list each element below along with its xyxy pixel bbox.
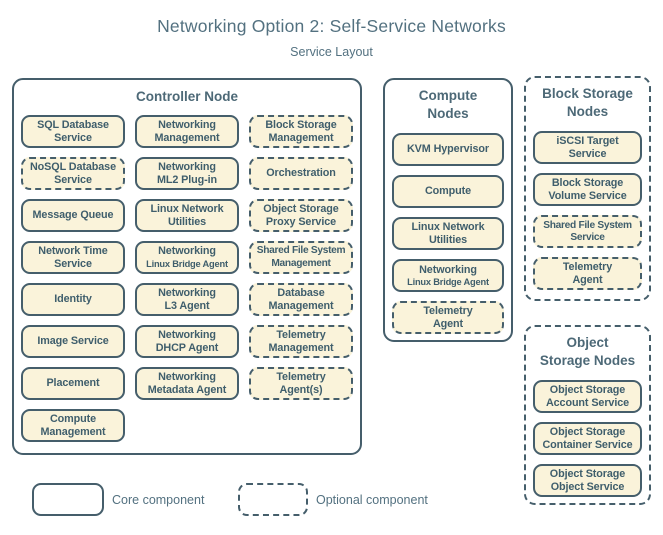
service-nosql-database: NoSQL Database Service: [21, 157, 125, 191]
service-iscsi-target: iSCSI Target Service: [533, 131, 642, 165]
service-block-storage-management: Block Storage Management: [249, 115, 353, 149]
service-label: Image Service: [37, 335, 109, 348]
service-object-storage-account: Object Storage Account Service: [533, 380, 642, 414]
service-message-queue: Message Queue: [21, 199, 125, 233]
service-label: Compute Management: [40, 412, 106, 438]
legend-optional-label: Optional component: [316, 492, 428, 507]
page-subtitle: Service Layout: [290, 45, 373, 59]
service-networking-management: Networking Management: [135, 115, 239, 149]
service-image-service: Image Service: [21, 325, 125, 359]
service-label: Networking Metadata Agent: [147, 370, 227, 396]
service-label: Networking DHCP Agent: [155, 328, 219, 354]
service-compute-management: Compute Management: [21, 409, 125, 443]
service-label: iSCSI Target Service: [556, 134, 619, 160]
controller-column-2: Networking Management Networking ML2 Plu…: [135, 115, 239, 442]
service-label: Networking: [158, 245, 216, 258]
service-networking-dhcp-agent: Networking DHCP Agent: [135, 325, 239, 359]
service-object-storage-object: Object Storage Object Service: [533, 464, 642, 498]
service-label: Orchestration: [266, 167, 336, 180]
controller-column-3: Block Storage Management Orchestration O…: [249, 115, 353, 442]
legend-core-swatch: [32, 483, 104, 516]
service-label: Networking ML2 Plug-in: [156, 160, 218, 186]
service-sql-database: SQL Database Service: [21, 115, 125, 149]
service-label: Networking Management: [154, 118, 220, 144]
service-networking-metadata-agent: Networking Metadata Agent: [135, 367, 239, 401]
service-label: Network Time Service: [38, 244, 108, 270]
service-network-time: Network Time Service: [21, 241, 125, 275]
service-placement: Placement: [21, 367, 125, 401]
service-label: Shared File System Service: [543, 219, 632, 243]
service-label: Telemetry Agent(s): [276, 370, 326, 396]
service-label: Linux Network Utilities: [411, 220, 485, 246]
group-title-object-storage: Object Storage Nodes: [539, 335, 636, 369]
service-label: KVM Hypervisor: [406, 143, 489, 156]
controller-columns: SQL Database Service NoSQL Database Serv…: [14, 115, 360, 443]
compute-stack: KVM Hypervisor Compute Linux Network Uti…: [385, 133, 511, 335]
service-label: Shared File System Management: [256, 245, 346, 269]
service-database-management: Database Management: [249, 283, 353, 317]
service-label: Telemetry Agent: [423, 304, 473, 330]
group-title-controller: Controller Node: [135, 89, 238, 104]
service-object-storage-proxy: Object Storage Proxy Service: [249, 199, 353, 233]
page-title: Networking Option 2: Self-Service Networ…: [157, 16, 506, 36]
service-telemetry-management: Telemetry Management: [249, 325, 353, 359]
service-label: Identity: [54, 293, 92, 306]
service-linux-network-utilities: Linux Network Utilities: [135, 199, 239, 233]
service-label: Message Queue: [32, 209, 114, 222]
controller-column-1: SQL Database Service NoSQL Database Serv…: [21, 115, 125, 443]
group-title-compute: Compute Nodes: [418, 88, 478, 122]
service-identity: Identity: [21, 283, 125, 317]
service-label: Object Storage Object Service: [549, 467, 626, 493]
node-group-controller: Controller Node SQL Database Service NoS…: [12, 78, 362, 455]
service-telemetry-agent: Telemetry Agent: [533, 257, 642, 291]
block-storage-stack: iSCSI Target Service Block Storage Volum…: [526, 131, 649, 291]
service-label: Object Storage Account Service: [545, 383, 630, 409]
service-sublabel: Linux Bridge Agent: [146, 258, 228, 269]
service-shared-file-system: Shared File System Service: [533, 215, 642, 249]
service-label: Telemetry Management: [268, 328, 334, 354]
legend-core-label: Core component: [112, 492, 205, 507]
object-storage-stack: Object Storage Account Service Object St…: [526, 380, 649, 498]
service-label: Block Storage Management: [265, 118, 337, 144]
service-networking-ml2: Networking ML2 Plug-in: [135, 157, 239, 191]
service-label: Telemetry Agent: [562, 260, 613, 286]
node-group-compute: Compute Nodes KVM Hypervisor Compute Lin…: [383, 78, 513, 342]
legend-optional: Optional component: [238, 483, 428, 516]
service-orchestration: Orchestration: [249, 157, 353, 191]
service-telemetry-agent: Telemetry Agent: [392, 301, 504, 335]
service-label: Block Storage Volume Service: [548, 176, 627, 202]
node-group-object-storage: Object Storage Nodes Object Storage Acco…: [524, 325, 651, 505]
service-label: SQL Database Service: [37, 118, 109, 144]
legend-core: Core component: [32, 483, 204, 516]
service-kvm-hypervisor: KVM Hypervisor: [392, 133, 504, 167]
service-compute: Compute: [392, 175, 504, 209]
service-label: Networking L3 Agent: [158, 286, 216, 312]
service-label: Placement: [46, 377, 100, 390]
service-sublabel: Linux Bridge Agent: [407, 276, 489, 287]
service-label: Object Storage Proxy Service: [263, 202, 339, 228]
service-block-storage-volume: Block Storage Volume Service: [533, 173, 642, 207]
service-label: Networking: [419, 263, 477, 276]
service-label: NoSQL Database Service: [29, 160, 116, 186]
service-linux-network-utilities: Linux Network Utilities: [392, 217, 504, 251]
node-group-block-storage: Block Storage Nodes iSCSI Target Service…: [524, 76, 651, 301]
service-object-storage-container: Object Storage Container Service: [533, 422, 642, 456]
service-networking-l3-agent: Networking L3 Agent: [135, 283, 239, 317]
service-label: Object Storage Container Service: [542, 425, 633, 451]
group-title-block-storage: Block Storage Nodes: [542, 86, 633, 120]
service-telemetry-agents: Telemetry Agent(s): [249, 367, 353, 401]
legend-optional-swatch: [238, 483, 308, 516]
service-shared-file-system-management: Shared File System Management: [249, 241, 353, 275]
service-label: Linux Network Utilities: [150, 202, 224, 228]
service-label: Database Management: [268, 286, 334, 312]
service-label: Compute: [424, 185, 472, 198]
